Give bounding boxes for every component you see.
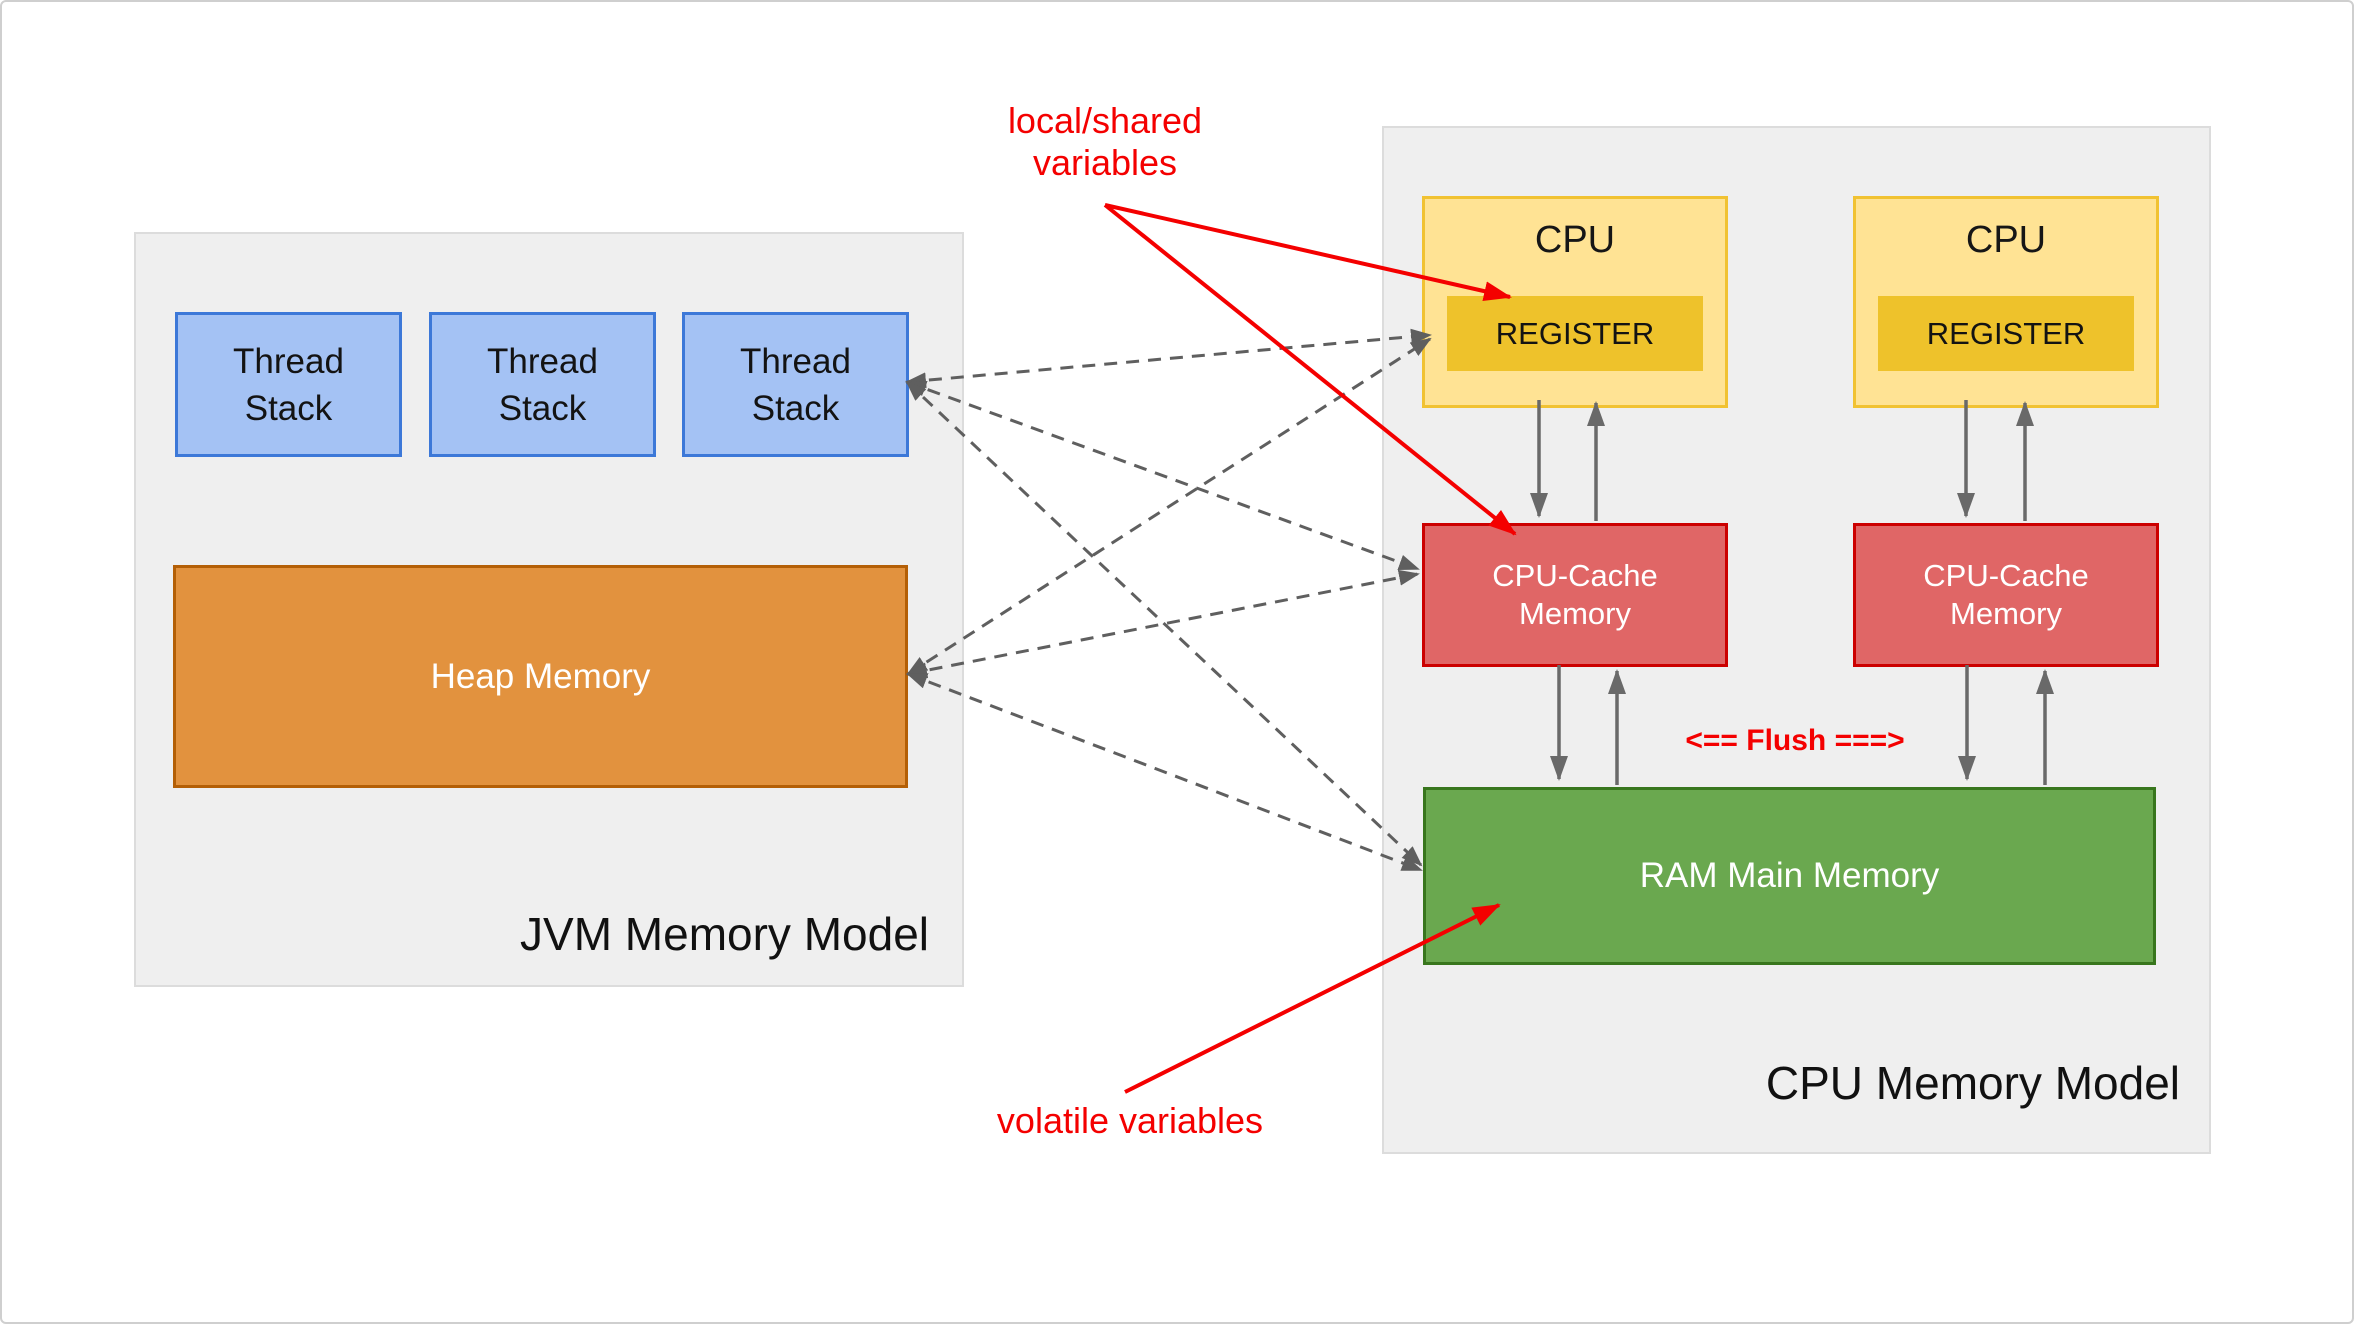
cpu-memory-model-panel: CPU REGISTER CPU REGISTER CPU-Cache Memo… — [1382, 126, 2211, 1154]
dashed-arrow-thread-ram — [905, 380, 1423, 867]
register-label: REGISTER — [1495, 315, 1655, 351]
heap-memory-label: Heap Memory — [430, 656, 651, 696]
thread-stack-label: Thread Stack — [487, 341, 598, 428]
cpu-cache-box-2: CPU-Cache Memory — [1853, 523, 2159, 667]
ram-main-memory-box: RAM Main Memory — [1423, 787, 2156, 965]
register-box-2: REGISTER — [1878, 296, 2134, 371]
cpu-label: CPU — [1534, 219, 1616, 261]
volatile-variables-note: volatile variables — [996, 1100, 1264, 1141]
cpu-label: CPU — [1965, 219, 2047, 261]
local-shared-variables-note: local/shared variables — [1007, 100, 1203, 183]
dashed-arrow-heap-cache — [906, 569, 1420, 679]
flush-note: <== Flush ===> — [1685, 724, 1905, 757]
ram-label: RAM Main Memory — [1639, 856, 1940, 895]
cpu-panel-title: CPU Memory Model — [1765, 1057, 2180, 1109]
thread-stack-box-1: Thread Stack — [175, 312, 402, 457]
thread-stack-label: Thread Stack — [740, 341, 851, 428]
cpu-box-2: CPU REGISTER — [1853, 196, 2159, 408]
jvm-memory-model-panel: Thread Stack Thread Stack Thread Stack H… — [134, 232, 964, 987]
jvm-panel-title: JVM Memory Model — [520, 908, 929, 960]
dashed-arrow-thread-register — [905, 328, 1432, 389]
dashed-arrow-heap-register — [906, 337, 1432, 676]
cpu-cache-label: CPU-Cache Memory — [1492, 558, 1658, 631]
heap-memory-box: Heap Memory — [173, 565, 908, 788]
cpu-cache-label: CPU-Cache Memory — [1923, 558, 2089, 631]
thread-stack-box-2: Thread Stack — [429, 312, 656, 457]
thread-stack-label: Thread Stack — [233, 341, 344, 428]
dashed-arrow-heap-ram — [906, 672, 1423, 872]
thread-stack-box-3: Thread Stack — [682, 312, 909, 457]
cpu-cache-box-1: CPU-Cache Memory — [1422, 523, 1728, 667]
register-label: REGISTER — [1926, 315, 2086, 351]
register-box-1: REGISTER — [1447, 296, 1703, 371]
cpu-box-1: CPU REGISTER — [1422, 196, 1728, 408]
dashed-arrow-thread-cache — [905, 380, 1420, 571]
